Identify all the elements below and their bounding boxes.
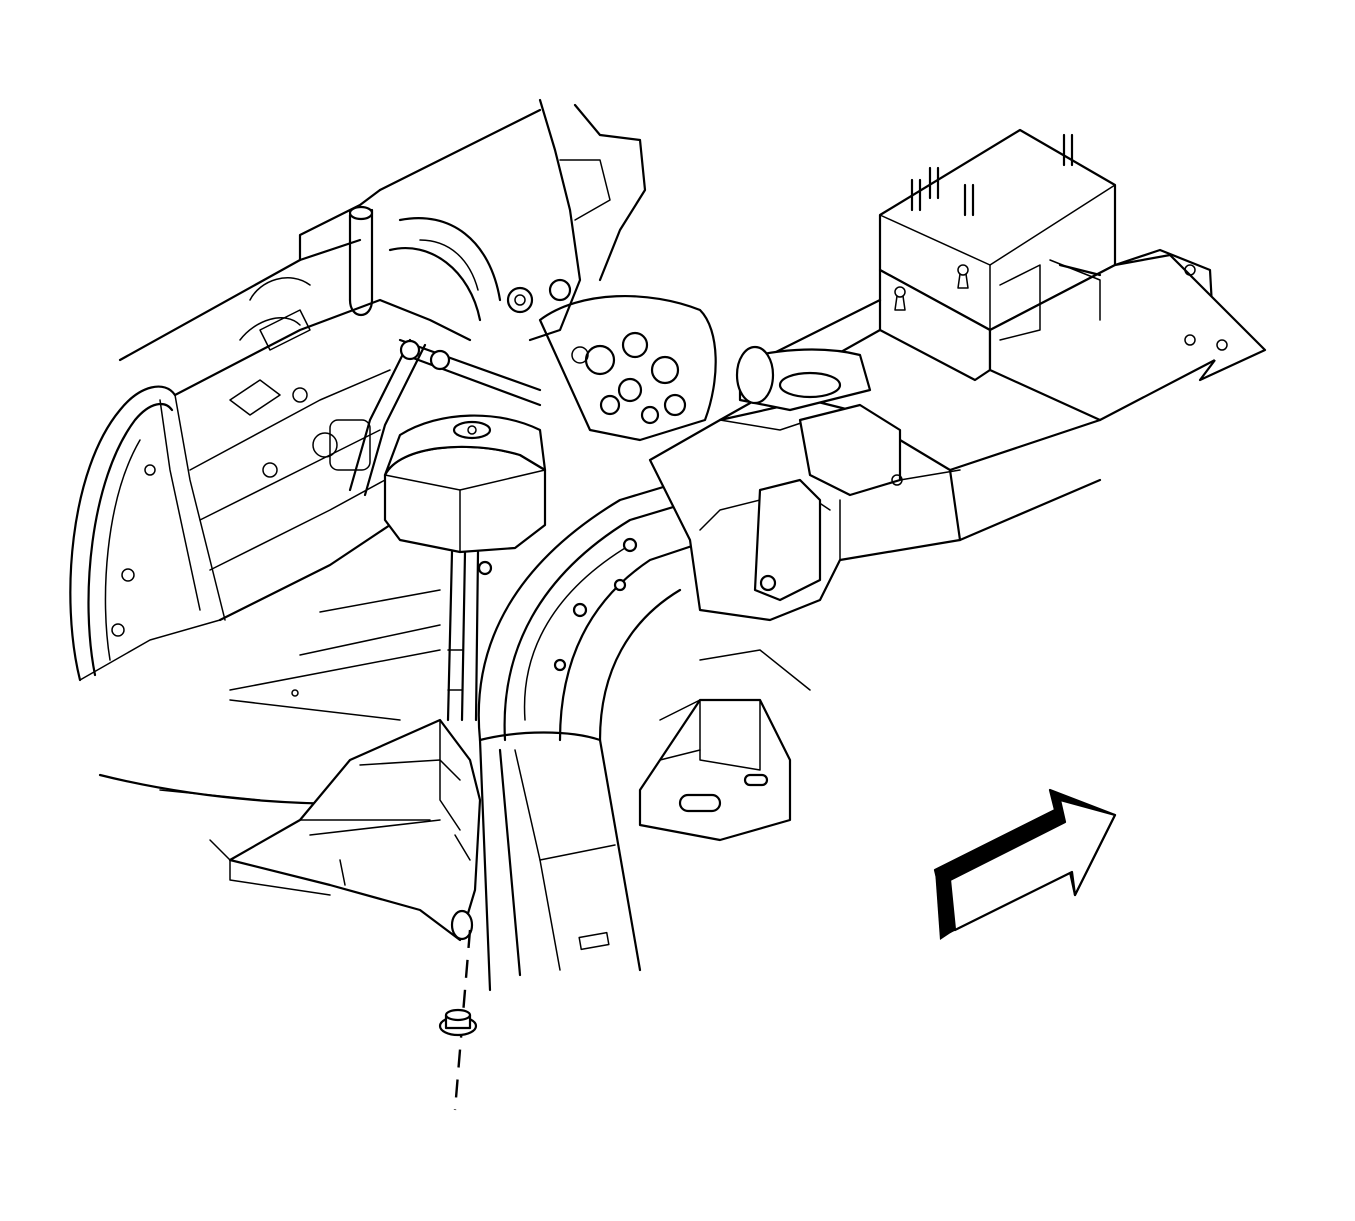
tray-studs [910,133,1102,277]
filler-neck [348,205,374,317]
transmission-case [118,108,542,622]
flywheel [69,385,226,682]
intake-duct [388,217,502,322]
engine-transmission-assembly [69,98,717,682]
linkage-bracket [506,98,647,342]
front-of-vehicle-arrow-icon [933,788,1117,940]
upper-rail [718,298,1102,542]
gear-cluster [538,294,717,442]
mount-bolt [438,929,478,1111]
transmission-mount [383,414,547,722]
frame-rail-left [228,718,482,942]
bolt-icon [438,1008,478,1037]
lower-bracket [638,649,811,842]
battery-tray [878,128,1267,422]
frame-rail-right [648,398,962,622]
keyhole-slot [894,264,969,311]
shift-link-rods [348,338,542,497]
transmission-crossmember [477,468,742,992]
